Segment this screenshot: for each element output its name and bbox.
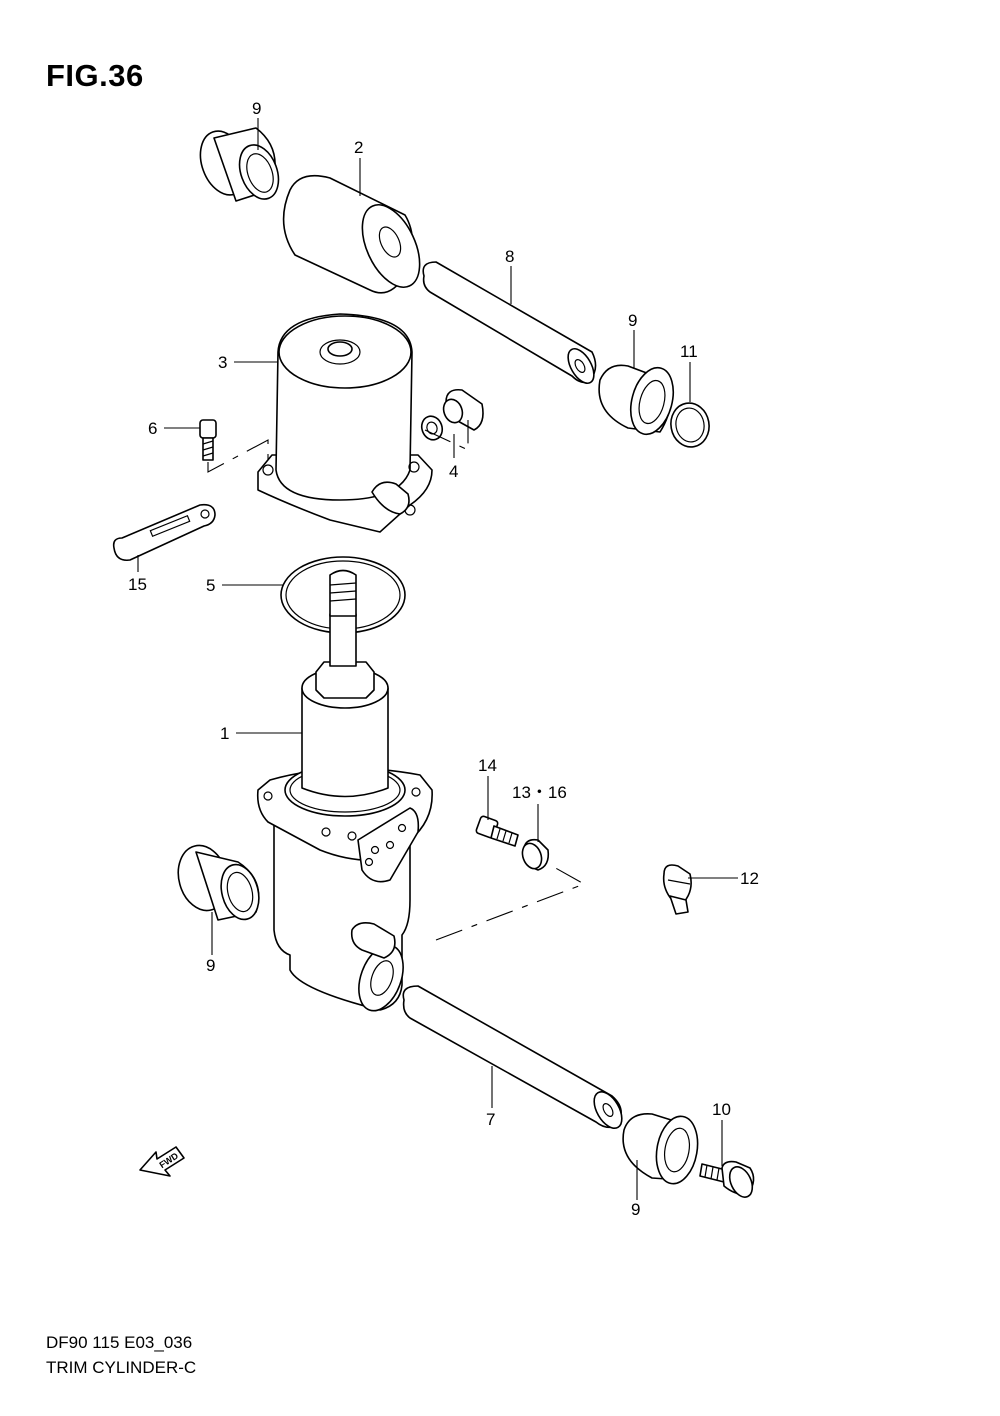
callout-8: 8 bbox=[505, 247, 514, 266]
callout-1: 1 bbox=[220, 724, 229, 743]
flange-bolt-part-10 bbox=[699, 1160, 755, 1198]
diagram-code: DF90 115 E03_036 bbox=[46, 1333, 193, 1352]
diagram-name: TRIM CYLINDER-C bbox=[46, 1358, 197, 1377]
diagram-footer: DF90 115 E03_036 TRIM CYLINDER-C bbox=[46, 1330, 196, 1380]
callout-9-top: 9 bbox=[252, 99, 261, 118]
assembly-line-bolt-14 bbox=[435, 865, 586, 941]
snap-ring-part-11 bbox=[670, 402, 710, 448]
leader-lines bbox=[137, 118, 738, 1200]
bushing-part-9-left bbox=[177, 844, 260, 921]
figure-title: FIG.36 bbox=[46, 58, 144, 93]
bolt-part-14 bbox=[475, 815, 519, 847]
strap-part-15 bbox=[112, 503, 216, 562]
trim-cylinder-part-1 bbox=[256, 569, 433, 1012]
washer-part-13-16 bbox=[521, 838, 550, 871]
callout-9-bottom: 9 bbox=[631, 1200, 640, 1219]
bushing-part-9-bottom bbox=[622, 1113, 699, 1185]
callout-7: 7 bbox=[486, 1110, 495, 1129]
bolt-part-6 bbox=[199, 419, 217, 461]
callout-3: 3 bbox=[218, 353, 227, 372]
callout-9-left: 9 bbox=[206, 956, 215, 975]
assembly-line-fitting-4 bbox=[424, 420, 469, 451]
callout-10: 10 bbox=[712, 1100, 731, 1119]
bushing-part-9-top bbox=[199, 127, 280, 202]
callout-6: 6 bbox=[148, 419, 157, 438]
clip-part-12 bbox=[662, 864, 692, 915]
fitting-part-4 bbox=[420, 388, 484, 441]
fwd-direction-arrow: FWD bbox=[139, 1146, 185, 1177]
upper-shaft-part-8 bbox=[422, 261, 597, 384]
callout-9-right: 9 bbox=[628, 311, 637, 330]
callout-5: 5 bbox=[206, 576, 215, 595]
bushing-part-9-right bbox=[598, 364, 675, 436]
callout-12: 12 bbox=[740, 869, 759, 888]
callout-14: 14 bbox=[478, 756, 497, 775]
cylinder-cap-part-2 bbox=[282, 174, 421, 294]
reservoir-part-3 bbox=[257, 313, 433, 533]
callout-15: 15 bbox=[128, 575, 147, 594]
callout-13-16: 13・16 bbox=[512, 783, 567, 802]
lower-shaft-part-7 bbox=[402, 985, 623, 1129]
callout-2: 2 bbox=[354, 138, 363, 157]
assembly-line-bolt-6 bbox=[207, 439, 269, 473]
callout-11: 11 bbox=[680, 342, 698, 361]
callout-4: 4 bbox=[449, 462, 458, 481]
